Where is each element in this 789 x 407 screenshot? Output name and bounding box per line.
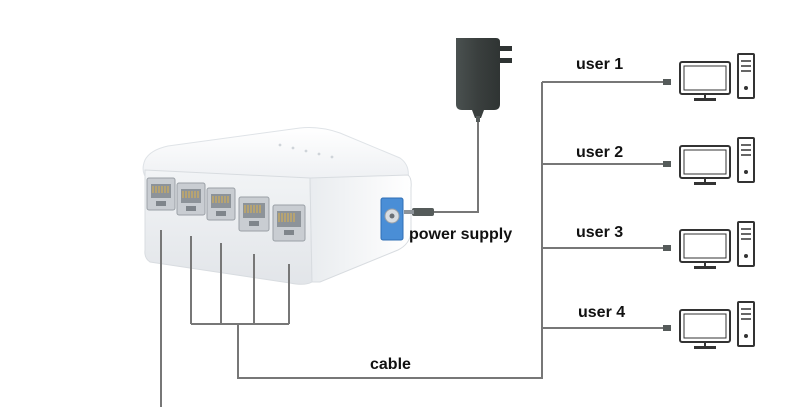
desktop-computer-icon xyxy=(679,137,755,185)
user-3-label: user 3 xyxy=(576,224,624,241)
rj45-plug xyxy=(663,325,671,331)
rj45-port xyxy=(272,204,306,242)
rj45-plug xyxy=(663,245,671,251)
rj45-port xyxy=(146,177,176,211)
desktop-computer-icon xyxy=(679,221,755,269)
user-1-label: user 1 xyxy=(576,56,624,73)
power-adapter-icon xyxy=(456,38,512,122)
power-supply-label: power supply xyxy=(409,226,513,243)
user-2-label: user 2 xyxy=(576,144,624,161)
rj45-plug xyxy=(663,79,671,85)
rj45-plug xyxy=(663,161,671,167)
rj45-port xyxy=(238,196,270,232)
power-cable xyxy=(404,122,479,216)
port-cables xyxy=(160,81,666,407)
rj45-port xyxy=(206,187,236,221)
dc-power-jack xyxy=(380,197,404,241)
desktop-computer-icon xyxy=(679,301,755,349)
user-4-label: user 4 xyxy=(578,304,626,321)
desktop-computer-icon xyxy=(679,53,755,101)
rj45-port xyxy=(176,182,206,216)
cable-label: cable xyxy=(370,356,411,373)
